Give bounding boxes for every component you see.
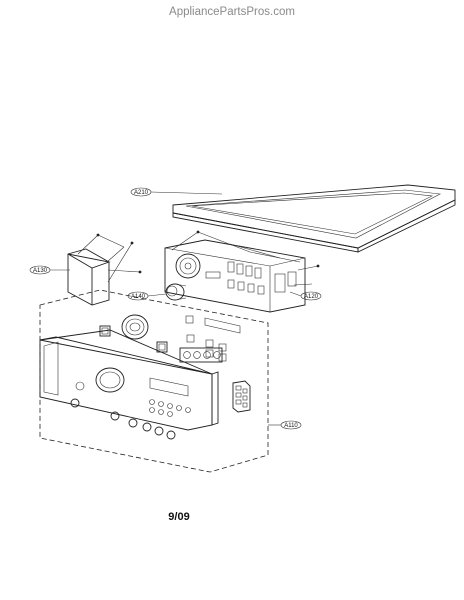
assembly-dashed-outline [39,289,269,473]
panel-knobs-part [99,314,241,363]
pcb-board-part [164,230,320,313]
callout-label-a210: A210 [134,190,149,196]
callout-label-a110: A110 [284,423,298,429]
side-board-part [232,380,251,413]
callout-a130: A130 [29,265,70,275]
callout-label-a120: A120 [304,294,319,300]
control-panel-part [39,329,219,440]
callout-a210: A210 [130,187,223,197]
watermark-text: AppliancePartsPros.com [169,6,295,18]
callout-label-a140: A140 [131,294,146,300]
callout-a120: A120 [289,291,322,301]
bracket-part [67,233,142,306]
knob-part [165,283,187,301]
top-cover-part [172,184,456,253]
callout-a140: A140 [127,291,167,301]
revision-date-label: 9/09 [168,511,190,523]
callout-a110: A110 [268,420,302,430]
callout-label-a130: A130 [33,268,48,274]
